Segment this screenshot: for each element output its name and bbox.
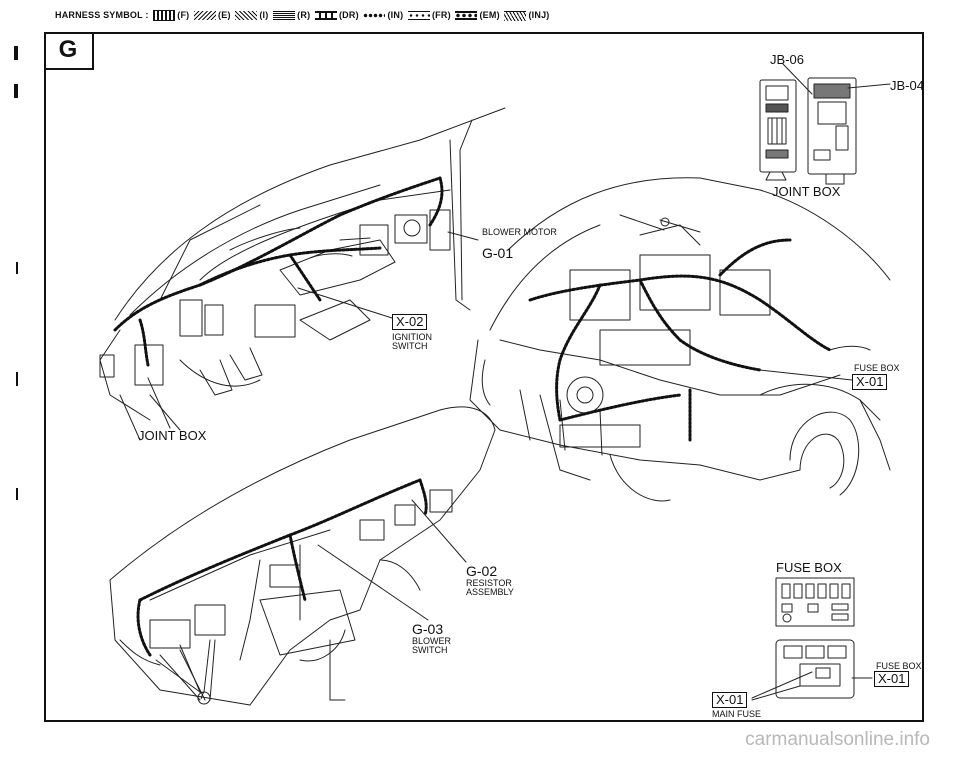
- harness-symbol-legend: HARNESS SYMBOL : (F) (E) (I) (R) (DR) (I…: [55, 10, 550, 22]
- legend-in: (IN): [387, 10, 404, 20]
- legend-i: (I): [259, 10, 269, 20]
- jb06-label: JB-06: [770, 52, 804, 67]
- ignition-switch-name: IGNITION SWITCH: [392, 332, 432, 351]
- legend-em: (EM): [479, 10, 500, 20]
- engine-bay-illustration: [469, 177, 891, 502]
- fuse-box-right-name: FUSE BOX: [854, 363, 900, 373]
- diagram-frame: [44, 32, 924, 722]
- fuse-box-title: FUSE BOX: [776, 560, 842, 575]
- instrument-panel-illustration: [109, 406, 496, 706]
- panel-leaders: [155, 499, 467, 705]
- joint-box-illustration: [759, 63, 891, 185]
- g03-code: G-03: [412, 621, 444, 637]
- watermark: carmanualsonline.info: [745, 729, 930, 750]
- legend-symbol-em: [455, 11, 478, 21]
- jb04-label: JB-04: [890, 78, 924, 93]
- legend-f: (F): [177, 10, 190, 20]
- x01-main-code: X-01: [712, 692, 748, 708]
- dashboard-interior-illustration: [99, 107, 506, 441]
- legend-inj: (INJ): [528, 10, 550, 20]
- legend-symbol-r: [273, 11, 296, 21]
- fuse-box-bottom-name: FUSE BOX: [876, 661, 922, 671]
- legend-symbol-inj: [504, 10, 527, 21]
- legend-title: HARNESS SYMBOL :: [55, 10, 149, 20]
- panel-harness: [136, 478, 428, 657]
- joint-box-top-label: JOINT BOX: [772, 184, 841, 199]
- legend-symbol-i: [235, 11, 258, 21]
- legend-symbol-dr: [314, 11, 337, 21]
- binding-marks: [14, 46, 18, 500]
- dashboard-leaders: [147, 231, 479, 429]
- dashboard-harness: [113, 176, 444, 367]
- legend-symbol-f: [153, 10, 176, 22]
- engine-leaders: [759, 369, 853, 381]
- x02-code: X-02: [392, 314, 428, 330]
- g02-code: G-02: [466, 563, 498, 579]
- legend-dr: (DR): [338, 10, 359, 20]
- legend-symbol-in: [363, 11, 386, 21]
- x01-bottom-code: X-01: [874, 671, 910, 687]
- fuse-box-illustration: [751, 577, 873, 701]
- blower-motor-code: G-01: [482, 245, 514, 261]
- legend-e: (E): [218, 10, 231, 20]
- joint-box-left-label: JOINT BOX: [138, 428, 207, 443]
- callout-7: 7: [199, 691, 205, 702]
- main-fuse-name: MAIN FUSE: [712, 709, 762, 719]
- legend-symbol-e: [194, 11, 217, 21]
- blower-switch-name: BLOWER SWITCH: [412, 636, 452, 655]
- blower-motor-name: BLOWER MOTOR: [482, 227, 557, 237]
- engine-harness: [528, 238, 832, 442]
- section-label: G: [44, 32, 94, 70]
- legend-r: (R): [297, 10, 311, 20]
- legend-fr: (FR): [431, 10, 451, 20]
- x01-right-code: X-01: [852, 374, 888, 390]
- legend-symbol-fr: [407, 11, 430, 21]
- resistor-assembly-name: RESISTOR ASSEMBLY: [466, 578, 514, 597]
